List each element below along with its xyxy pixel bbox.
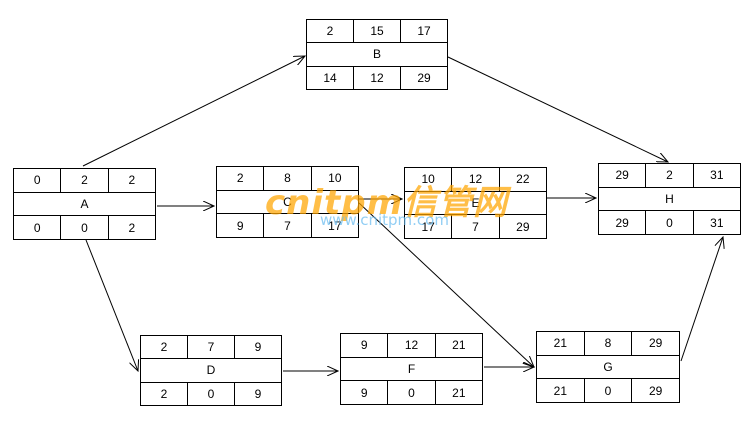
- node-b-duration: 15: [353, 20, 400, 43]
- node-c-ls: 9: [236, 218, 244, 233]
- node-a-label: A: [80, 197, 89, 211]
- arrow-a-to-b: [82, 56, 305, 167]
- node-c-duration: 8: [263, 167, 310, 190]
- node-f-lf: 21: [434, 381, 482, 405]
- arrow-b-to-h: [447, 56, 668, 162]
- node-h-ef: 31: [692, 164, 740, 187]
- node-e-ef: 22: [498, 168, 546, 191]
- node-b-lf: 29: [400, 66, 447, 89]
- node-g-duration: 8: [583, 332, 632, 355]
- node-d-float: 0: [187, 382, 234, 405]
- node-e-es: 10: [421, 172, 435, 187]
- node-e-ls: 17: [421, 219, 435, 234]
- node-b-float: 12: [353, 66, 400, 89]
- node-f-es: 9: [360, 338, 368, 353]
- arrow-g-to-h: [680, 237, 723, 362]
- node-b-ef: 17: [400, 20, 447, 43]
- arrow-a-to-d: [85, 239, 138, 371]
- arrow-c-to-g: [358, 202, 534, 367]
- node-g-lf: 29: [631, 379, 679, 403]
- node-a-float: 0: [60, 216, 107, 240]
- node-g-ef: 29: [631, 332, 679, 355]
- node-h-ls: 29: [615, 215, 629, 230]
- node-e-duration: 12: [451, 168, 498, 191]
- node-f-label: F: [407, 362, 416, 376]
- node-b-label: B: [372, 47, 381, 62]
- node-e-label: E: [471, 196, 480, 210]
- node-a-ef: 2: [107, 169, 155, 192]
- node-a-lf: 2: [107, 216, 155, 240]
- node-f-ls: 9: [360, 385, 368, 400]
- node-d-label: D: [206, 363, 216, 378]
- node-d-duration: 7: [187, 336, 234, 359]
- node-d-es: 2: [160, 340, 168, 355]
- node-a-duration: 2: [60, 169, 107, 192]
- node-f-ef: 21: [434, 334, 482, 357]
- node-c-es: 2: [236, 171, 244, 186]
- node-b-es: 2: [326, 24, 334, 39]
- node-h-label: H: [665, 192, 674, 206]
- node-h-lf: 31: [692, 211, 740, 235]
- node-b-ls: 14: [323, 70, 337, 85]
- node-e-lf: 29: [498, 215, 546, 239]
- node-c-ef: 10: [310, 167, 358, 190]
- node-c-lf: 17: [310, 214, 358, 238]
- node-a-es: 0: [33, 173, 41, 188]
- node-g-label: G: [603, 360, 613, 374]
- node-f-float: 0: [387, 381, 434, 405]
- node-d-ef: 9: [234, 336, 281, 359]
- node-g-float: 0: [583, 379, 632, 403]
- node-h-float: 0: [645, 211, 692, 235]
- node-d-ls: 2: [160, 386, 168, 401]
- node-a-ls: 0: [33, 220, 41, 235]
- node-c-float: 7: [263, 214, 310, 238]
- node-f-duration: 12: [387, 334, 434, 357]
- node-g-ls: 21: [553, 383, 568, 398]
- node-h-duration: 2: [645, 164, 692, 187]
- node-g-es: 21: [553, 336, 568, 351]
- node-c-label: C: [283, 195, 292, 209]
- node-h-es: 29: [615, 168, 629, 183]
- node-e-float: 7: [451, 215, 498, 239]
- node-d-lf: 9: [234, 382, 281, 405]
